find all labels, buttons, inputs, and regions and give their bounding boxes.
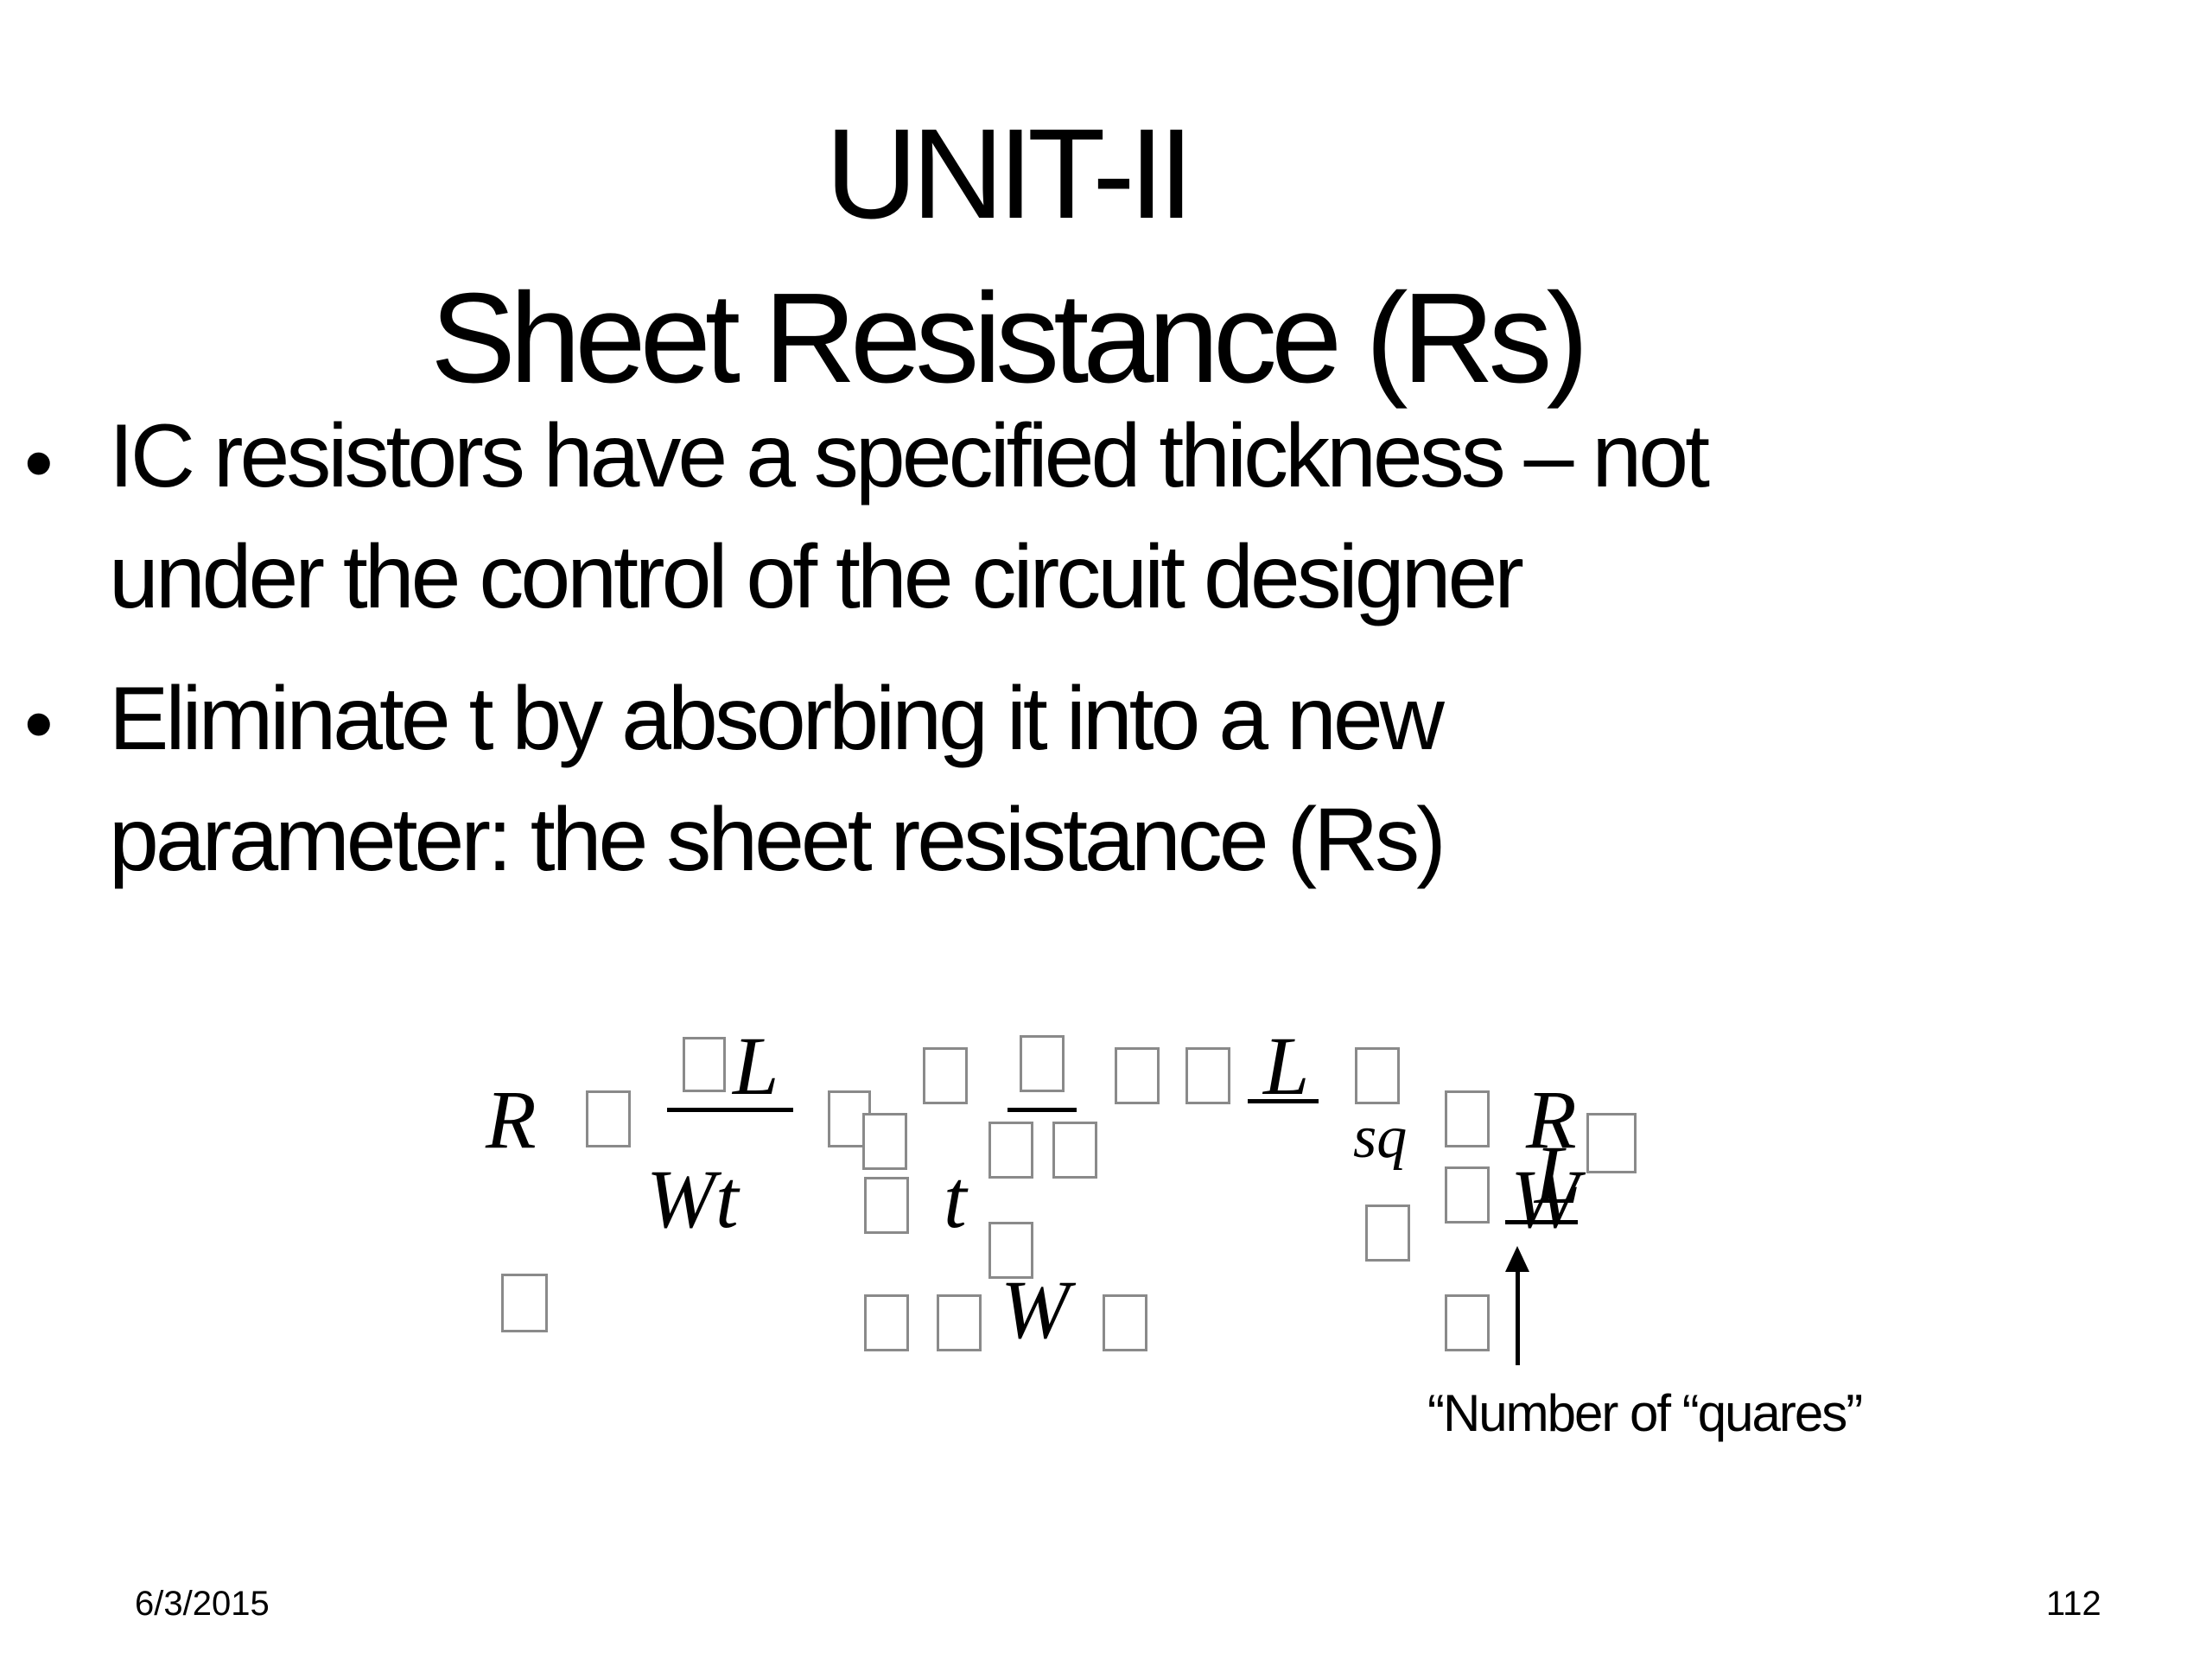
missing-glyph-box [864, 1177, 909, 1234]
missing-glyph-box [1445, 1294, 1490, 1351]
footer-date: 6/3/2015 [135, 1585, 270, 1623]
missing-glyph-box [1020, 1035, 1065, 1092]
missing-glyph-box [988, 1222, 1033, 1279]
missing-glyph-box [1445, 1166, 1490, 1224]
missing-glyph-box [864, 1294, 909, 1351]
fraction-bar [1248, 1099, 1319, 1103]
missing-glyph-box [1052, 1122, 1097, 1179]
number-of-squares-annotation: “Number of “quares” [1427, 1384, 1863, 1442]
eq-symbol-t: t [944, 1153, 967, 1245]
eq-symbol-wt: Wt [646, 1153, 739, 1245]
missing-glyph-box [1445, 1090, 1490, 1147]
missing-glyph-box [1185, 1047, 1230, 1104]
missing-glyph-box [862, 1113, 907, 1170]
eq-symbol-l: L [733, 1020, 779, 1112]
bullet-marker: • [24, 416, 54, 509]
fraction-bar [1007, 1108, 1077, 1112]
eq-symbol-sq: sq [1353, 1104, 1408, 1171]
bullet-2-line-2: parameter: the sheet resistance (Rs) [109, 790, 1446, 890]
eq-symbol-w: W [1001, 1263, 1070, 1356]
eq-symbol-r-right: R [1526, 1073, 1577, 1166]
missing-glyph-box [1115, 1047, 1160, 1104]
slide-title-line-1: UNIT-II [825, 103, 1194, 245]
missing-glyph-box [923, 1047, 968, 1104]
fraction-bar [667, 1108, 793, 1112]
bullet-2-line-1: Eliminate t by absorbing it into a new [109, 669, 1445, 769]
missing-glyph-box [988, 1122, 1033, 1179]
eq-symbol-l-right: L [1535, 1128, 1581, 1221]
slide-title-line-2: Sheet Resistance (Rs) [430, 267, 1589, 410]
missing-glyph-box [1103, 1294, 1147, 1351]
fraction-bar [1505, 1220, 1578, 1224]
missing-glyph-box [1355, 1047, 1400, 1104]
bullet-1-line-2: under the control of the circuit designe… [109, 527, 1524, 627]
bullet-marker: • [24, 677, 54, 770]
bullet-list: • IC resistors have a specified thicknes… [24, 406, 1710, 890]
missing-glyph-box [683, 1037, 726, 1092]
arrow-shaft [1516, 1263, 1520, 1365]
eq-symbol-w-right: W [1510, 1153, 1580, 1245]
missing-glyph-box [586, 1090, 631, 1147]
slide-number: 112 [2046, 1585, 2101, 1623]
missing-glyph-box [1365, 1205, 1410, 1262]
missing-glyph-box [501, 1274, 548, 1332]
missing-glyph-box [1586, 1113, 1637, 1173]
eq-symbol-r: R [486, 1073, 537, 1166]
missing-glyph-box [937, 1294, 982, 1351]
bullet-1-line-1: IC resistors have a specified thickness … [109, 406, 1710, 506]
eq-symbol-l: L [1263, 1020, 1310, 1112]
